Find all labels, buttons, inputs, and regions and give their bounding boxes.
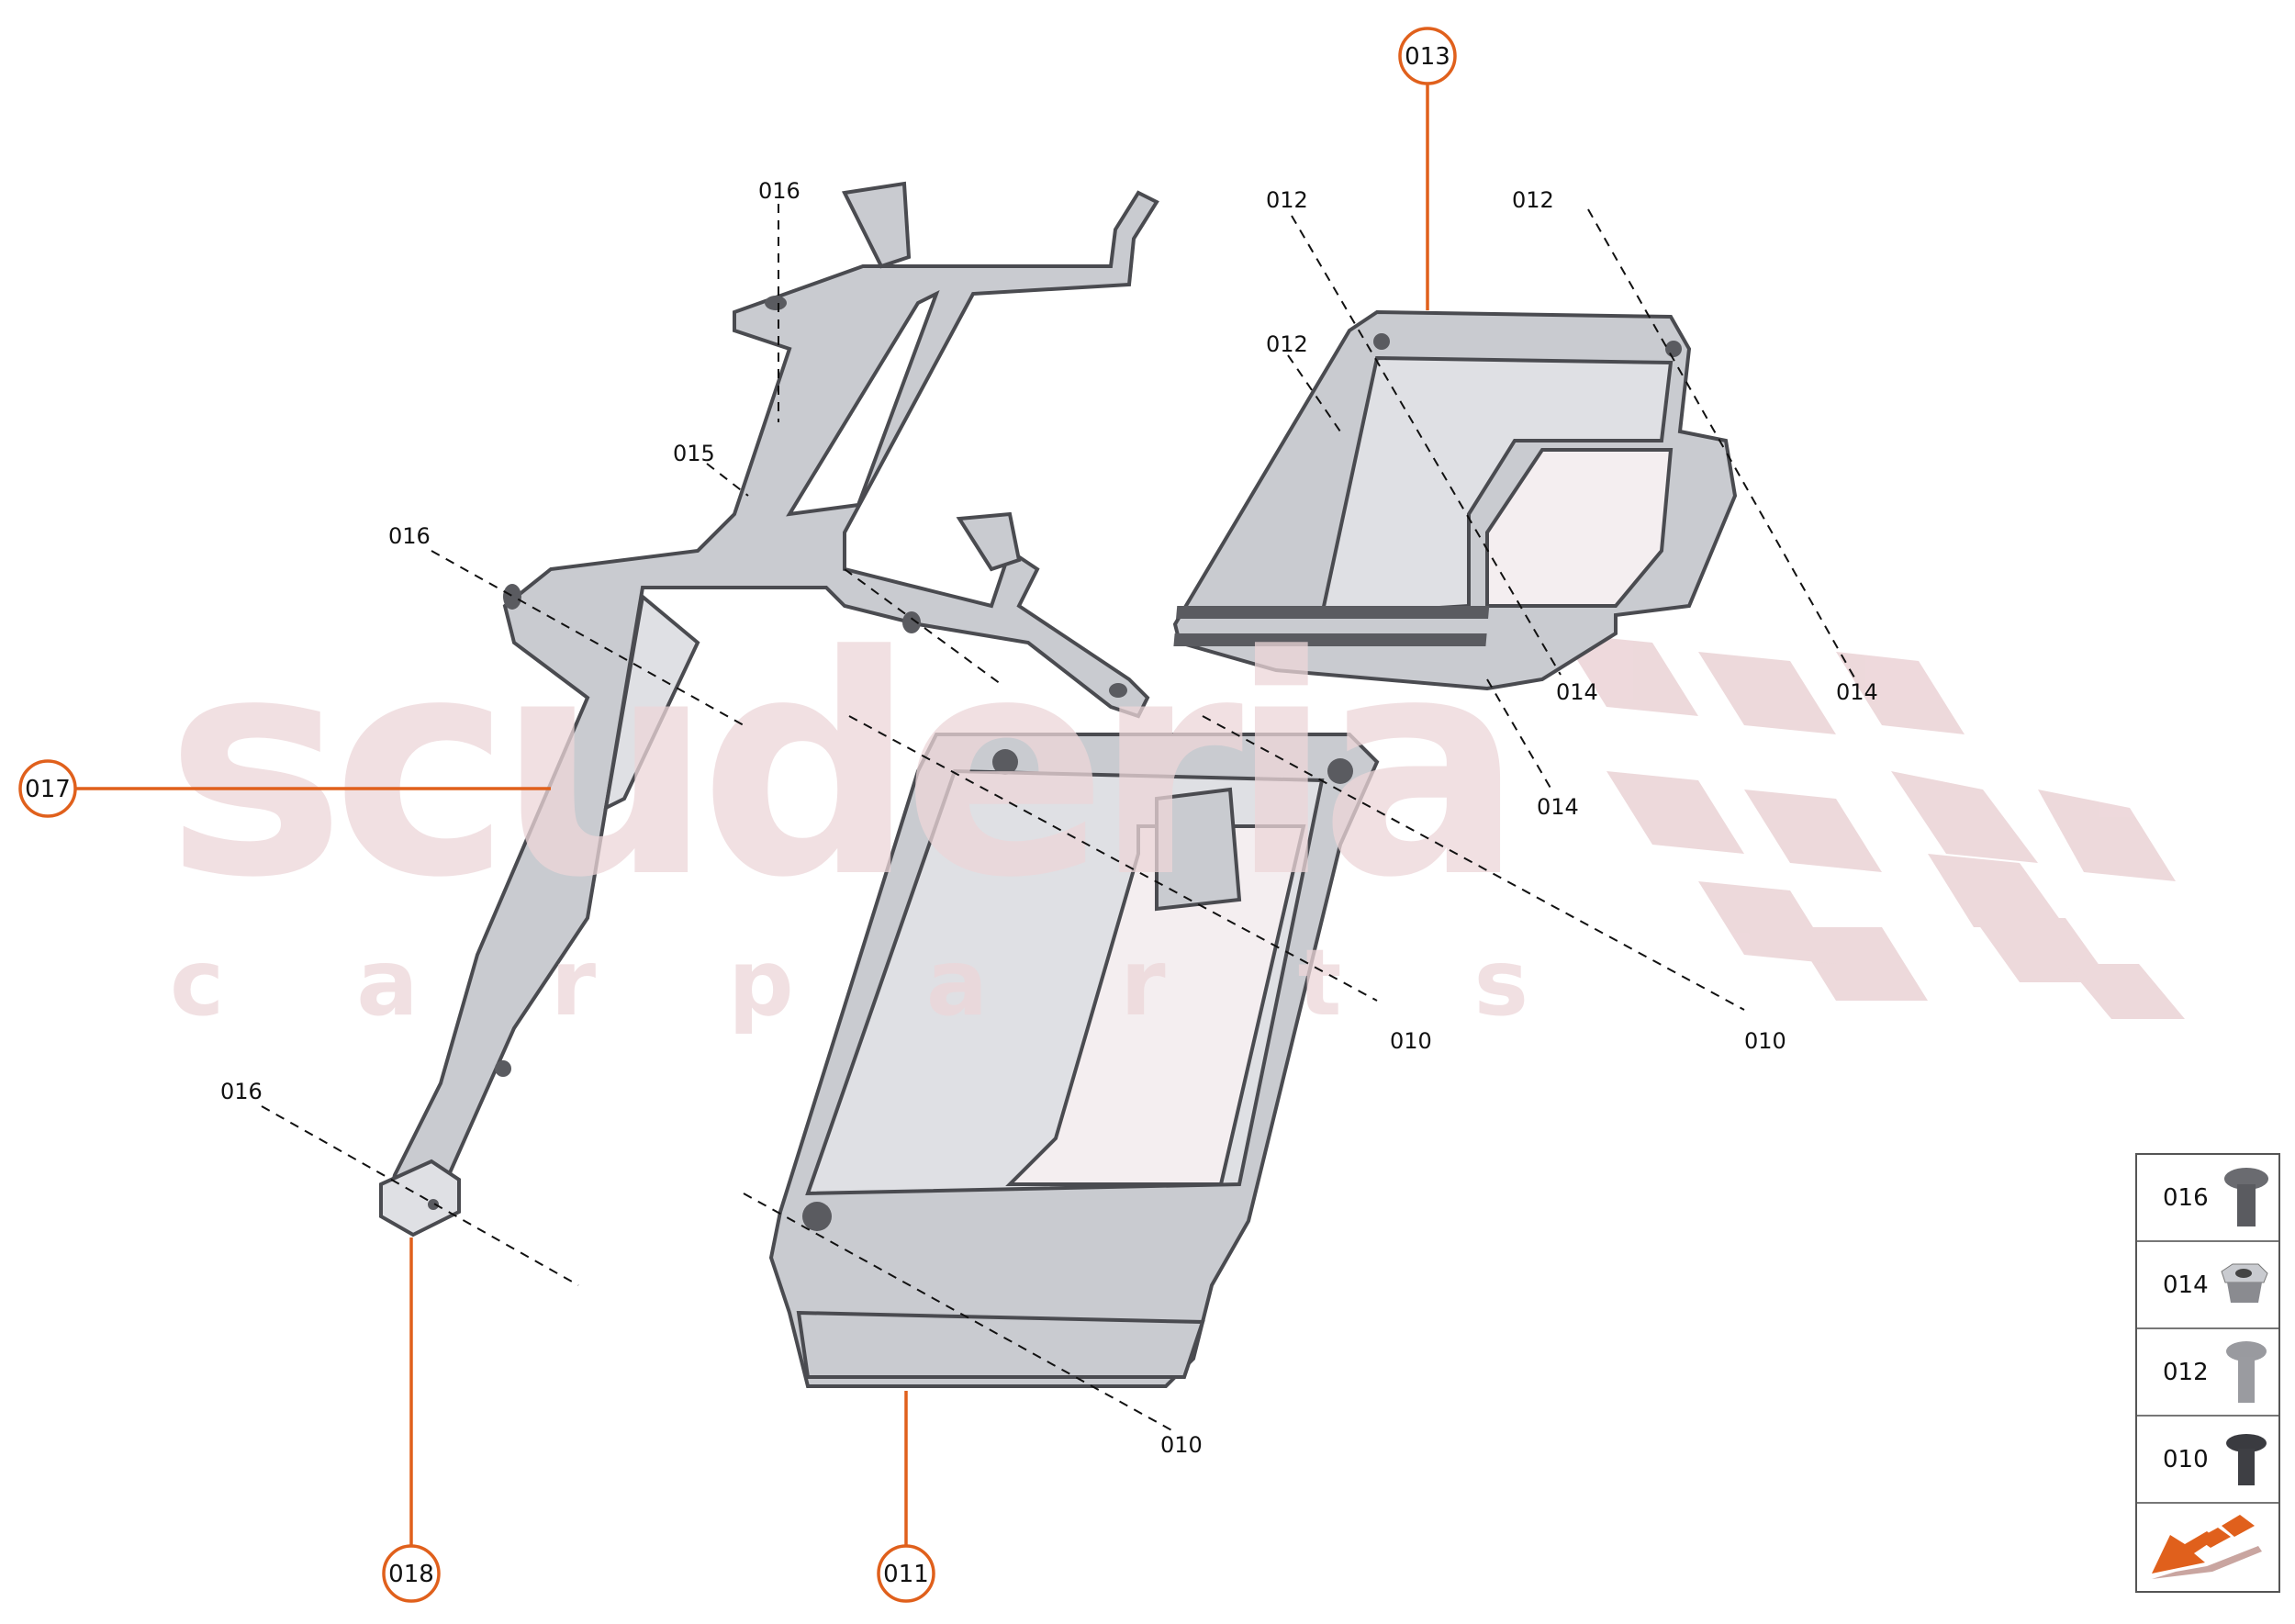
checkered-flag-watermark (1561, 633, 2185, 1019)
cover-013[interactable] (1172, 309, 1738, 691)
orange-direction-arrow-icon (2152, 1514, 2262, 1579)
spacer-018[interactable] (379, 1159, 461, 1238)
label-016-top: 016 (758, 178, 800, 204)
leader-dashes (261, 204, 1855, 1433)
label-015: 015 (673, 441, 715, 466)
legend-part: 014 (2163, 1271, 2209, 1299)
legend-row-016[interactable]: 016 (2137, 1155, 2278, 1242)
label-016-left: 016 (388, 523, 431, 549)
label-012-a: 012 (1266, 187, 1308, 213)
label-012-b: 012 (1512, 187, 1554, 213)
hex-nut-icon (2221, 1263, 2268, 1303)
label-014-a: 014 (1556, 679, 1598, 705)
legend-row-014[interactable]: 014 (2137, 1242, 2278, 1329)
callout-013-text: 013 (1405, 43, 1450, 71)
legend-row-010[interactable]: 010 (2137, 1417, 2278, 1504)
screw-light-icon (2226, 1340, 2267, 1403)
watermark: scuderia c a r p a r t s (165, 591, 1528, 1036)
callout-013[interactable]: 013 (1398, 27, 1457, 85)
legend-part: 010 (2163, 1445, 2209, 1473)
legend-part: 012 (2163, 1358, 2209, 1386)
ecu-011[interactable] (768, 733, 1380, 1388)
legend-part: 016 (2163, 1183, 2209, 1212)
screw-dark-icon (2226, 1433, 2267, 1485)
callout-018-text: 018 (388, 1561, 434, 1588)
label-014-b: 014 (1836, 679, 1878, 705)
callout-011-text: 011 (883, 1561, 929, 1588)
label-016-bottom: 016 (220, 1079, 263, 1104)
label-010-b: 010 (1744, 1028, 1786, 1054)
fastener-legend: 016 014 012 010 (2135, 1153, 2280, 1593)
label-010-c: 010 (1160, 1432, 1203, 1458)
label-012-c: 012 (1266, 331, 1308, 357)
callout-017-text: 017 (25, 776, 71, 803)
callout-018[interactable]: 018 (382, 1544, 441, 1603)
watermark-sub: c a r p a r t s (170, 929, 1528, 1036)
bracket-017[interactable] (383, 181, 1159, 1215)
callout-011[interactable]: 011 (877, 1544, 935, 1603)
screw-flange-icon (2224, 1167, 2268, 1226)
legend-row-012[interactable]: 012 (2137, 1329, 2278, 1417)
label-014-c: 014 (1537, 794, 1579, 820)
label-010-a: 010 (1390, 1028, 1432, 1054)
watermark-brand: scuderia (165, 591, 1524, 944)
legend-nav-arrow[interactable] (2137, 1504, 2278, 1591)
callout-017[interactable]: 017 (18, 759, 77, 818)
